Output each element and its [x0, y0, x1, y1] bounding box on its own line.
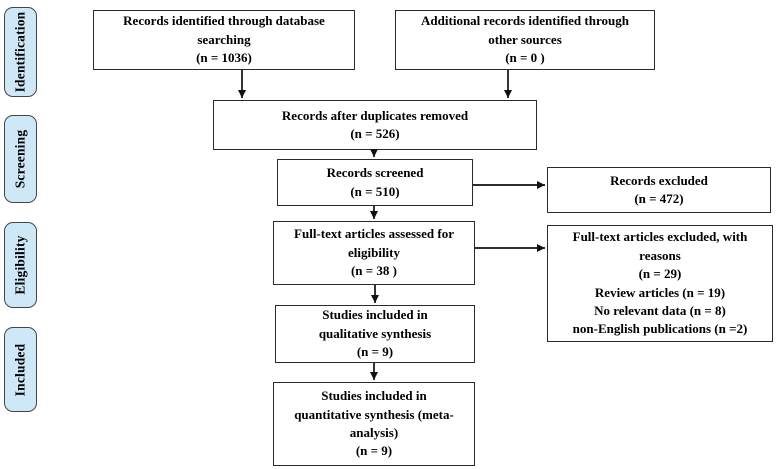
stage-included: Included — [4, 327, 37, 412]
box-records-excluded-text: Records excluded (n = 472) — [610, 172, 708, 206]
box-records-after-duplicates-removed: Records after duplicates removed (n = 52… — [213, 100, 537, 150]
stage-identification-label: Identification — [12, 11, 28, 93]
box-additional-records-other-sources: Additional records identified through ot… — [395, 10, 655, 70]
box-records-after-duplicates-removed-text: Records after duplicates removed (n = 52… — [281, 107, 469, 141]
box-fulltext-excluded-text: Full-text articles excluded, with reason… — [572, 229, 748, 337]
stage-eligibility: Eligibility — [4, 222, 37, 308]
box-fulltext-assessed: Full-text articles assessed for eligibil… — [273, 221, 475, 285]
stage-identification: Identification — [4, 7, 37, 97]
box-qualitative-synthesis-text: Studies included in qualitative synthesi… — [318, 307, 432, 360]
box-records-excluded: Records excluded (n = 472) — [547, 167, 771, 213]
box-records-screened-text: Records screened (n = 510) — [326, 165, 424, 199]
stage-included-label: Included — [12, 343, 28, 396]
box-additional-records-other-sources-text: Additional records identified through ot… — [421, 13, 629, 66]
box-fulltext-assessed-text: Full-text articles assessed for eligibil… — [294, 226, 454, 279]
box-qualitative-synthesis: Studies included in qualitative synthesi… — [275, 305, 475, 363]
box-records-identified-database: Records identified through database sear… — [93, 10, 355, 70]
box-records-identified-database-text: Records identified through database sear… — [123, 13, 325, 66]
stage-screening-label: Screening — [12, 129, 28, 189]
stage-screening: Screening — [4, 115, 37, 203]
box-fulltext-excluded: Full-text articles excluded, with reason… — [547, 225, 773, 342]
box-quantitative-synthesis: Studies included in quantitative synthes… — [273, 382, 475, 466]
stage-eligibility-label: Eligibility — [12, 235, 28, 295]
box-quantitative-synthesis-text: Studies included in quantitative synthes… — [294, 388, 454, 459]
box-records-screened: Records screened (n = 510) — [277, 159, 473, 206]
